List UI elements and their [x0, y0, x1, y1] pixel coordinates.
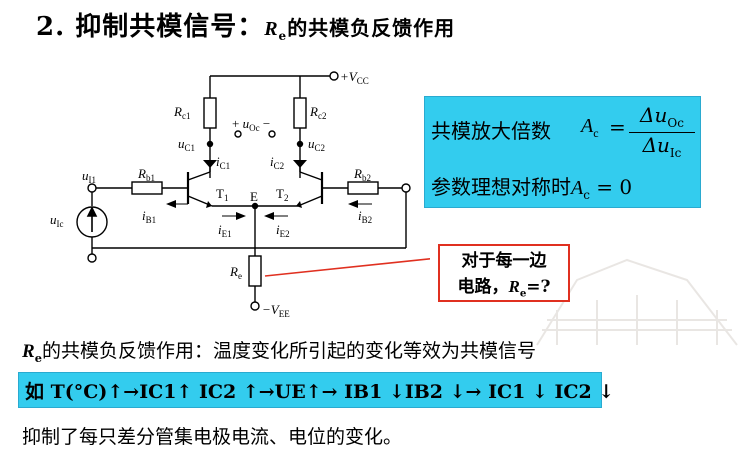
- gain-equals: =: [609, 115, 626, 139]
- t2-emitter-arrow-icon: [296, 201, 302, 208]
- vee-label: −VEE: [262, 302, 290, 319]
- gain-symbol: Ac: [581, 115, 599, 140]
- rc2-resistor: [293, 97, 307, 129]
- feedback-statement: Re的共模负反馈作用：温度变化所引起的变化等效为共模信号: [22, 340, 536, 365]
- gain-fraction: ΔuOc ΔuIc: [629, 103, 695, 160]
- re-question-callout: 对于每一边 电路，Re=?: [438, 244, 570, 302]
- title-re: R: [264, 18, 279, 40]
- t1-label: T1: [216, 186, 228, 203]
- re-resistor: [248, 255, 262, 287]
- rb1-resistor: [131, 181, 163, 195]
- uc1-label: uC1: [178, 136, 195, 153]
- ie2-arrow-icon: [264, 212, 274, 220]
- page-title: 2. 抑制共模信号：Re的共模负反馈作用: [36, 6, 455, 43]
- rc1-resistor: [203, 97, 217, 129]
- rb2-label: Rb2: [353, 166, 371, 183]
- ie2-label: iE2: [276, 222, 290, 239]
- rb1-label: Rb1: [137, 166, 155, 183]
- common-mode-gain-box: 共模放大倍数 Ac = ΔuOc ΔuIc 参数理想对称时Ac = 0: [424, 96, 701, 208]
- ui1-label: uI1: [82, 168, 96, 185]
- t2-label: T2: [276, 186, 288, 203]
- ib1-label: iB1: [142, 208, 156, 225]
- vcc-terminal: [329, 71, 339, 81]
- uoc-label: + uOc −: [232, 116, 270, 133]
- ic2-arrow-icon: [293, 160, 307, 168]
- rc2-label: Rc2: [309, 104, 326, 121]
- vee-terminal: [250, 301, 260, 311]
- conclusion-text: 抑制了每只差分管集电极电流、电位的变化。: [22, 426, 403, 448]
- uic-label: uIc: [50, 212, 64, 229]
- gain-label: 共模放大倍数: [431, 119, 551, 143]
- callout-line2: 电路，Re=?: [457, 277, 551, 300]
- uoc-plus-terminal: [234, 130, 242, 138]
- source-ground-terminal: [87, 253, 97, 263]
- ic1-label: iC1: [216, 154, 230, 171]
- ie1-label: iE1: [218, 222, 232, 239]
- rb2-resistor: [347, 181, 379, 195]
- temperature-chain-box: 如 T(°C)↑→IC1↑ IC2 ↑→UE↑→ IB1 ↓IB2 ↓→ IC1…: [18, 372, 614, 408]
- ideal-symmetric-line: 参数理想对称时Ac = 0: [431, 175, 633, 202]
- t1-emitter-arrow-icon: [206, 201, 212, 208]
- t2-emitter: [297, 195, 323, 207]
- ib2-arrow-icon: [348, 200, 358, 208]
- chain-text: 如 T(°C)↑→IC1↑ IC2 ↑→UE↑→ IB1 ↓IB2 ↓→ IC1…: [25, 381, 615, 403]
- input1-terminal: [87, 183, 97, 193]
- title-re-sub: e: [278, 29, 288, 43]
- callout-pointer: [264, 258, 430, 277]
- uc2-label: uC2: [308, 136, 325, 153]
- source-arrow-icon: [86, 206, 98, 232]
- title-prefix: 2. 抑制共模信号：: [36, 12, 265, 42]
- ib1-arrow-icon: [166, 200, 176, 208]
- ib2-label: iB2: [358, 208, 372, 225]
- input2-terminal: [401, 183, 411, 193]
- ie1-arrow-icon: [236, 212, 246, 220]
- differential-amp-circuit: +VCC Rc1 Rc2 uC1 uC2 + uOc − iC1 iC2 T1 …: [50, 69, 430, 319]
- callout-line1: 对于每一边: [461, 251, 547, 271]
- ic1-arrow-icon: [203, 160, 217, 168]
- uoc-minus-terminal: [268, 130, 276, 138]
- vcc-label: +VCC: [340, 69, 369, 86]
- ic2-label: iC2: [270, 154, 284, 171]
- re-label: Re: [229, 264, 242, 281]
- e-node-label: E: [250, 189, 258, 204]
- title-suffix: 的共模负反馈作用: [287, 16, 456, 40]
- gain-numerator: ΔuOc: [629, 103, 695, 133]
- rc1-label: Rc1: [173, 104, 190, 121]
- gain-denominator: ΔuIc: [642, 133, 682, 160]
